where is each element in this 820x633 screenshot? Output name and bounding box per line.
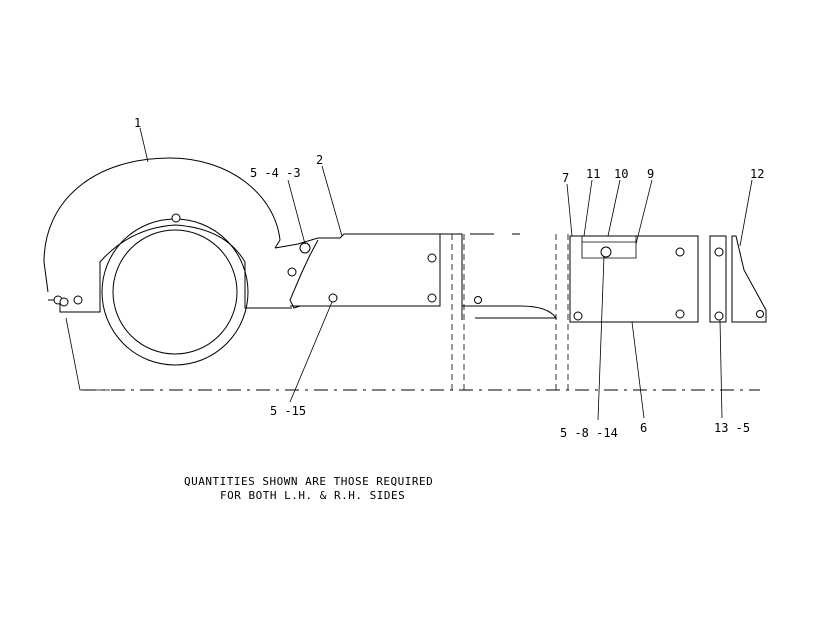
- semicircular-guard: [43, 157, 281, 293]
- support-plate: [569, 235, 699, 323]
- bolt: [600, 246, 612, 258]
- bolt: [675, 309, 685, 319]
- clamp-block: [581, 235, 637, 259]
- note-line-2: FOR BOTH L.H. & R.H. SIDES: [220, 489, 405, 502]
- bolt: [675, 247, 685, 257]
- bolt: [427, 293, 437, 303]
- callout-7: 7: [562, 171, 569, 185]
- base-mid: [244, 300, 292, 309]
- bolt: [573, 311, 583, 321]
- leader-10: [607, 179, 621, 237]
- callout-labels: 1 2 5 -4 -3 7 11 10 9 12 5 -15 5 -8 -14 …: [134, 116, 764, 440]
- bolt: [756, 310, 764, 318]
- callout-6: 6: [640, 421, 647, 435]
- callout-9: 9: [647, 167, 654, 181]
- bolt: [328, 293, 338, 303]
- callout-5-8-14: 5 -8 -14: [560, 426, 618, 440]
- bolt: [299, 242, 311, 254]
- leader-5-8-14: [597, 255, 605, 421]
- leader-5-4-3: [287, 179, 306, 245]
- callout-13-5: 13 -5: [714, 421, 750, 435]
- bolt: [714, 247, 724, 257]
- leader-9: [635, 179, 653, 245]
- frame-rail: [462, 305, 557, 319]
- hub-housing: [99, 224, 246, 300]
- bolt: [474, 296, 482, 304]
- leader-2: [321, 165, 343, 237]
- bracket-plate: [274, 233, 441, 309]
- bolt: [287, 267, 297, 277]
- callout-12: 12: [750, 167, 764, 181]
- leader-1: [139, 127, 149, 163]
- guard-assembly: [43, 157, 767, 391]
- bolts: [53, 213, 764, 321]
- leader-13-5: [719, 319, 723, 419]
- frame-post-a: [440, 233, 463, 320]
- callout-2: 2: [316, 153, 323, 167]
- leader-6: [631, 321, 645, 419]
- bolt: [714, 311, 724, 321]
- bolt: [427, 253, 437, 263]
- bolt: [171, 213, 181, 223]
- spacer-post: [709, 235, 727, 323]
- callout-1: 1: [134, 116, 141, 130]
- end-plate: [731, 235, 767, 323]
- note-line-1: QUANTITIES SHOWN ARE THOSE REQUIRED: [184, 475, 433, 488]
- wheel-inner: [112, 229, 238, 355]
- bolt: [73, 295, 83, 305]
- quantity-note: QUANTITIES SHOWN ARE THOSE REQUIRED FOR …: [184, 475, 433, 502]
- callout-11: 11: [586, 167, 600, 181]
- leader-7: [566, 183, 573, 237]
- base-leg: [65, 317, 110, 391]
- leader-12: [739, 179, 753, 247]
- callout-10: 10: [614, 167, 628, 181]
- leader-11: [583, 179, 593, 237]
- bolt: [59, 297, 69, 307]
- callout-5-4-3: 5 -4 -3: [250, 166, 301, 180]
- callout-5-15: 5 -15: [270, 404, 306, 418]
- leader-lines: [139, 127, 753, 421]
- leader-5-15: [289, 301, 333, 403]
